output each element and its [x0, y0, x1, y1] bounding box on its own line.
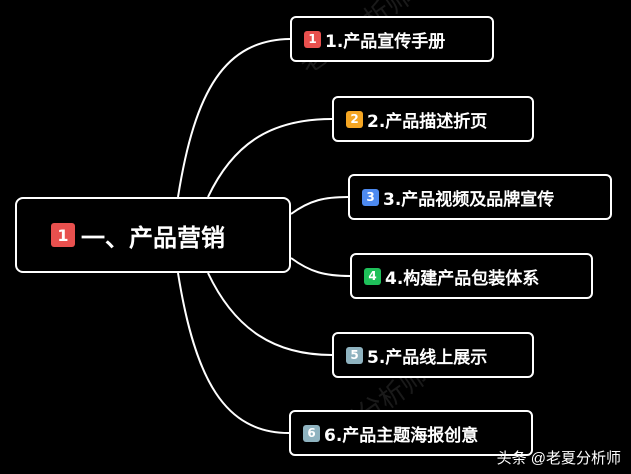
- priority-badge-icon: 2: [346, 110, 363, 128]
- priority-badge-icon: 6: [303, 424, 320, 442]
- child-node-6[interactable]: 6 6.产品主题海报创意: [289, 410, 533, 456]
- connector-5: [207, 272, 333, 356]
- child-node-2[interactable]: 2 2.产品描述折页: [332, 96, 534, 142]
- child-label: 4.构建产品包装体系: [385, 268, 540, 289]
- priority-badge-icon: 4: [364, 267, 381, 285]
- priority-badge-icon: 1: [304, 30, 321, 48]
- child-node-5[interactable]: 5 5.产品线上展示: [332, 332, 534, 378]
- priority-badge-icon: 5: [346, 346, 363, 364]
- connector-1: [177, 38, 291, 198]
- connector-6: [177, 272, 290, 434]
- child-label: 3.产品视频及品牌宣传: [383, 189, 555, 210]
- child-node-3[interactable]: 3 3.产品视频及品牌宣传: [348, 174, 612, 220]
- child-label: 5.产品线上展示: [367, 347, 488, 368]
- connector-4: [290, 257, 351, 277]
- child-label: 2.产品描述折页: [367, 111, 488, 132]
- priority-badge-icon: 3: [362, 188, 379, 206]
- root-node[interactable]: 1 一、产品营销: [15, 197, 291, 273]
- connector-2: [207, 118, 333, 198]
- child-node-4[interactable]: 4 4.构建产品包装体系: [350, 253, 593, 299]
- priority-badge-icon: 1: [51, 223, 75, 247]
- child-node-1[interactable]: 1 1.产品宣传手册: [290, 16, 494, 62]
- child-label: 6.产品主题海报创意: [324, 425, 479, 446]
- root-label: 一、产品营销: [81, 223, 225, 252]
- child-label: 1.产品宣传手册: [325, 31, 446, 52]
- connector-3: [290, 196, 349, 215]
- source-credit: 头条 @老夏分析师: [496, 450, 621, 467]
